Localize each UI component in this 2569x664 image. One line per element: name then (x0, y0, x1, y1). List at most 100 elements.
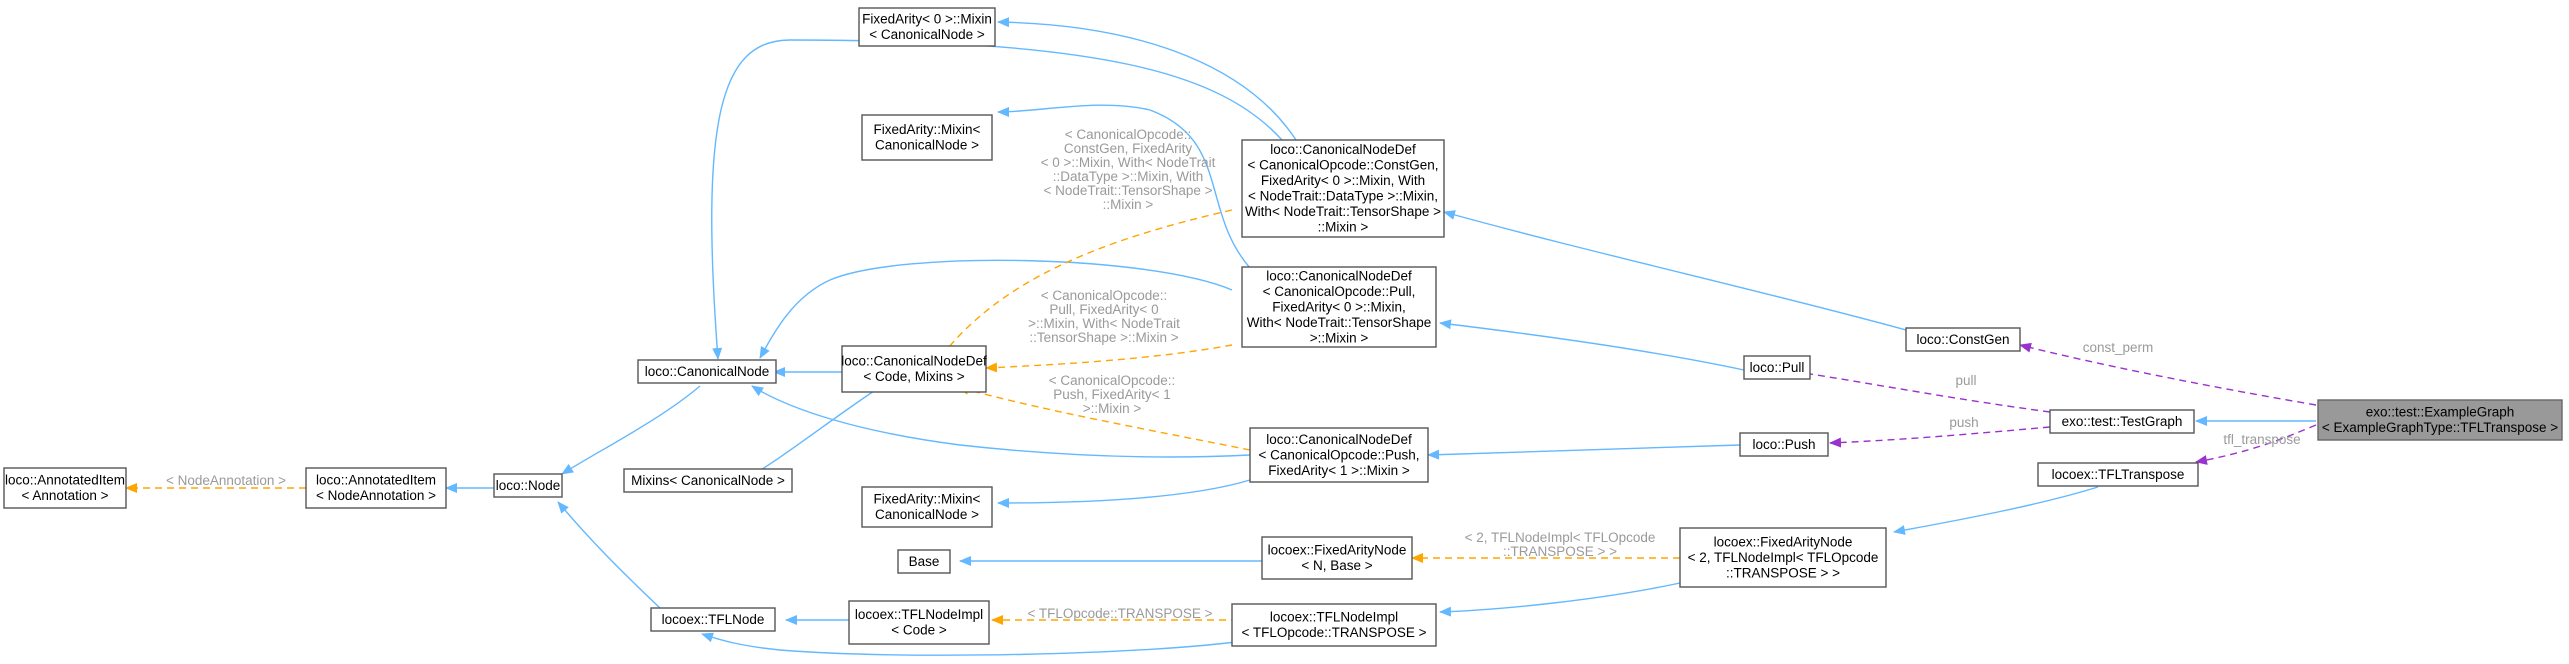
node-canonicalnodedef-constgen[interactable]: loco::CanonicalNodeDef< CanonicalOpcode:… (1241, 139, 1445, 238)
edge-label-line: < NodeTrait::TensorShape > (1043, 183, 1212, 198)
edge-label-push-tpl: < CanonicalOpcode::Push, FixedArity< 1>:… (1049, 373, 1175, 416)
edge-label-tfl-transpose: tfl_transpose (2223, 432, 2300, 447)
node-box (650, 607, 776, 632)
node-label-line: FixedArity::Mixin< (874, 492, 981, 507)
node-canonicalnodedef[interactable]: loco::CanonicalNodeDef< Code, Mixins > (841, 345, 987, 393)
node-fixedaritynode[interactable]: locoex::FixedArityNode< N, Base > (1261, 536, 1413, 580)
edge-fixedaritynode2-to-tflnodeimpl (1439, 582, 1681, 617)
edge-testgraph-to-push (1829, 426, 2051, 448)
edge-label-line: Pull, FixedArity< 0 (1049, 302, 1158, 317)
node-label-line: Base (909, 554, 940, 569)
edge-label-line: < CanonicalOpcode:: (1065, 127, 1191, 142)
node-label-line: < CanonicalOpcode::ConstGen, (1248, 158, 1439, 173)
node-fixedarity-mixin-a[interactable]: FixedArity::Mixin<CanonicalNode > (861, 114, 993, 161)
edge-constgendef-to-canonicalnodedef (939, 209, 1233, 359)
node-label-line: loco::Push (1752, 437, 1815, 452)
node-box (1249, 427, 1429, 483)
node-canonicalnodedef-pull[interactable]: loco::CanonicalNodeDef< CanonicalOpcode:… (1241, 266, 1437, 348)
node-label-line: < Code > (891, 623, 947, 638)
node-annotateditem[interactable]: loco::AnnotatedItem< Annotation > (3, 467, 127, 509)
node-box (1231, 603, 1437, 647)
node-label-line: loco::CanonicalNodeDef (1270, 142, 1416, 157)
node-testgraph[interactable]: exo::test::TestGraph (2049, 409, 2195, 434)
node-label-line: loco::AnnotatedItem (5, 473, 125, 488)
edge-label-line: Push, FixedArity< 1 (1053, 387, 1170, 402)
node-label-line: locoex::TFLNode (662, 612, 765, 627)
edge-pushdef-to-canonicalnode (751, 385, 1251, 458)
node-label-line: < ExampleGraphType::TFLTranspose > (2322, 420, 2558, 435)
node-mixins[interactable]: Mixins< CanonicalNode > (623, 468, 793, 493)
node-tflnodeimpl-transpose[interactable]: locoex::TFLNodeImpl< TFLOpcode::TRANSPOS… (1231, 603, 1437, 647)
edge-label-line: const_perm (2083, 340, 2154, 355)
edge-label-fixedarity2: < 2, TFLNodeImpl< TFLOpcode::TRANSPOSE >… (1465, 530, 1656, 559)
edge-tflnodeimpl-transpose-to-tflnode (701, 632, 1251, 656)
node-tflnodeimpl[interactable]: locoex::TFLNodeImpl< Code > (848, 600, 990, 645)
node-label-line: < Annotation > (21, 488, 108, 503)
node-canonicalnode[interactable]: loco::CanonicalNode (637, 359, 777, 384)
node-box (2317, 399, 2563, 441)
node-label-line: locoex::TFLTranspose (2052, 467, 2185, 482)
edge-label-line: tfl_transpose (2223, 432, 2300, 447)
node-label-line: FixedArity< 0 >::Mixin, With (1261, 173, 1425, 188)
node-label-line: With< NodeTrait::TensorShape (1247, 315, 1431, 330)
node-box (1241, 139, 1445, 238)
node-box (2049, 409, 2195, 434)
edge-label-line: >::Mixin > (1083, 401, 1142, 416)
edge-label-line: < 0 >::Mixin, With< NodeTrait (1041, 155, 1216, 170)
node-label-line: loco::Node (496, 478, 561, 493)
edge-pushdef-to-fixedarity-mixin (997, 479, 1251, 508)
node-box (1261, 536, 1413, 580)
node-fixedarity0-mixin[interactable]: FixedArity< 0 >::Mixin< CanonicalNode > (858, 7, 996, 47)
node-label-line: < Code, Mixins > (863, 369, 964, 384)
edge-label-line: < TFLOpcode::TRANSPOSE > (1027, 606, 1212, 621)
node-base[interactable]: Base (897, 549, 951, 574)
node-tfltranspose[interactable]: locoex::TFLTranspose (2037, 462, 2199, 487)
node-label-line: ::TRANSPOSE > > (1726, 565, 1840, 580)
node-label-line: CanonicalNode > (875, 507, 979, 522)
node-label-line: < 2, TFLNodeImpl< TFLOpcode (1688, 550, 1879, 565)
node-tflnode[interactable]: locoex::TFLNode (650, 607, 776, 632)
edge-label-line: ::DataType >::Mixin, With (1053, 169, 1203, 184)
edge-testgraph-to-pull (1797, 368, 2051, 413)
edge-constgen-to-constgendef (1443, 210, 1907, 331)
node-loco-node[interactable]: loco::Node (493, 473, 563, 498)
node-label-line: With< NodeTrait::TensorShape > (1245, 204, 1441, 219)
edge-label-line: >::Mixin, With< NodeTrait (1028, 316, 1180, 331)
node-loco-push[interactable]: loco::Push (1739, 432, 1829, 457)
node-label-line: loco::Pull (1750, 360, 1805, 375)
edge-label-const-perm: const_perm (2083, 340, 2154, 355)
node-box (1743, 355, 1811, 380)
node-fixedaritynode-2[interactable]: locoex::FixedArityNode< 2, TFLNodeImpl< … (1679, 527, 1887, 588)
edge-tfltranspose-to-fixedaritynode2 (1893, 486, 2099, 535)
node-box (1241, 266, 1437, 348)
edge-label-line: pull (1955, 373, 1976, 388)
edge-label-line: ::TensorShape >::Mixin > (1029, 330, 1178, 345)
edge-examplegraph-to-tfltranspose (2195, 424, 2317, 465)
node-box (848, 600, 990, 645)
node-fixedarity-mixin-b[interactable]: FixedArity::Mixin<CanonicalNode > (861, 486, 993, 528)
node-box (3, 467, 127, 509)
edge-pulldef-to-canonicalnode (759, 259, 1233, 359)
node-canonicalnodedef-push[interactable]: loco::CanonicalNodeDef< CanonicalOpcode:… (1249, 427, 1429, 483)
node-box (1905, 327, 2021, 352)
edge-push-to-pushdef (1427, 444, 1741, 460)
edge-labels: < CanonicalOpcode::ConstGen, FixedArity<… (166, 127, 2301, 621)
edge-label-constgen-tpl: < CanonicalOpcode::ConstGen, FixedArity<… (1041, 127, 1216, 212)
node-label-line: FixedArity< 0 >::Mixin, (1272, 299, 1406, 314)
node-label-line: CanonicalNode > (875, 138, 979, 153)
node-annotateditem-nodeannotation[interactable]: loco::AnnotatedItem< NodeAnnotation > (305, 467, 447, 509)
node-label-line: FixedArity< 1 >::Mixin > (1268, 463, 1410, 478)
node-box (1739, 432, 1829, 457)
node-box (1679, 527, 1887, 588)
node-label-line: ::Mixin > (1318, 220, 1369, 235)
node-examplegraph[interactable]: exo::test::ExampleGraph< ExampleGraphTyp… (2317, 399, 2563, 441)
node-loco-pull[interactable]: loco::Pull (1743, 355, 1811, 380)
edge-label-line: ConstGen, FixedArity (1064, 141, 1193, 156)
edge-pulldef-to-fixedarity-mixin (997, 104, 1251, 269)
edge-examplegraph-to-constgen (2019, 342, 2317, 406)
edge-pulldef-to-canonicalnodedef (985, 344, 1233, 373)
edge-label-pull: pull (1955, 373, 1976, 388)
node-loco-constgen[interactable]: loco::ConstGen (1905, 327, 2021, 352)
node-box (637, 359, 777, 384)
